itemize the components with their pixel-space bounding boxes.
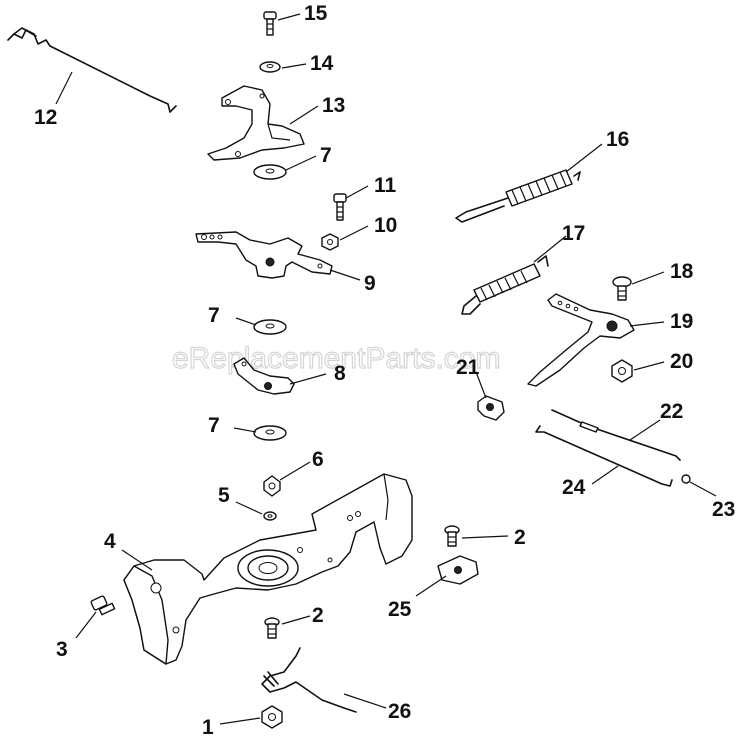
callout-20: 20 (670, 350, 693, 373)
part-11-screw (333, 193, 347, 221)
part-2-screw-upper (444, 525, 460, 547)
callout-3: 3 (56, 638, 68, 661)
part-19-control-lever (527, 293, 635, 387)
callout-24: 24 (562, 476, 586, 499)
callout-2-lower: 2 (312, 604, 324, 627)
callout-4: 4 (104, 530, 116, 553)
part-25-cable-clamp (437, 555, 479, 585)
part-24-rod (535, 425, 673, 487)
part-26-torsion-spring (261, 647, 357, 713)
watermark-text: eReplacementParts.com (172, 342, 500, 375)
part-7-washer-bottom (253, 425, 287, 441)
callout-8: 8 (334, 362, 346, 385)
callout-11: 11 (374, 174, 397, 197)
callout-2-upper: 2 (514, 526, 526, 549)
part-16-spring (455, 169, 581, 223)
callout-22: 22 (660, 400, 683, 423)
callout-18: 18 (670, 260, 694, 283)
part-5-lock-washer (263, 511, 277, 521)
part-3-bolt (90, 595, 116, 616)
part-10-nut (321, 233, 339, 251)
callout-10: 10 (374, 214, 397, 237)
callout-15: 15 (304, 2, 328, 25)
callout-26: 26 (388, 700, 411, 723)
part-12-link-rod (7, 27, 177, 113)
callout-1: 1 (202, 716, 214, 739)
callout-5: 5 (218, 484, 230, 507)
callout-labels: 15 14 13 12 7 16 11 10 17 9 18 7 19 21 2… (34, 2, 735, 739)
callout-21: 21 (456, 356, 480, 379)
callout-25: 25 (388, 598, 412, 621)
part-4-main-bracket (123, 473, 413, 665)
part-14-washer (259, 61, 281, 73)
part-17-spring (461, 255, 549, 315)
callout-16: 16 (606, 128, 629, 151)
part-1-nut (261, 705, 283, 729)
callout-12: 12 (34, 106, 57, 129)
part-8-lever (233, 357, 295, 395)
callout-7-bottom: 7 (208, 414, 220, 437)
callout-9: 9 (364, 272, 376, 295)
callout-7-middle: 7 (208, 304, 220, 327)
leader-lines (55, 13, 717, 725)
callout-17: 17 (562, 222, 585, 245)
part-15-bolt (263, 11, 277, 36)
part-2-screw-lower (264, 617, 280, 639)
callout-14: 14 (310, 52, 334, 75)
part-9-lever-plate (195, 231, 333, 279)
part-23-clip (681, 474, 691, 484)
part-13-bracket (207, 85, 305, 161)
callout-23: 23 (712, 498, 735, 521)
part-7-washer-middle (253, 319, 287, 335)
callout-13: 13 (322, 94, 345, 117)
part-7-washer-top (253, 164, 287, 180)
callout-19: 19 (670, 310, 693, 333)
part-18-screw (612, 276, 632, 301)
callout-6: 6 (312, 448, 324, 471)
part-20-nut (611, 359, 633, 383)
part-21-cable-clamp (477, 395, 505, 421)
part-22-wire (551, 409, 681, 461)
part-6-nut (263, 475, 281, 497)
callout-7-top: 7 (320, 144, 332, 167)
